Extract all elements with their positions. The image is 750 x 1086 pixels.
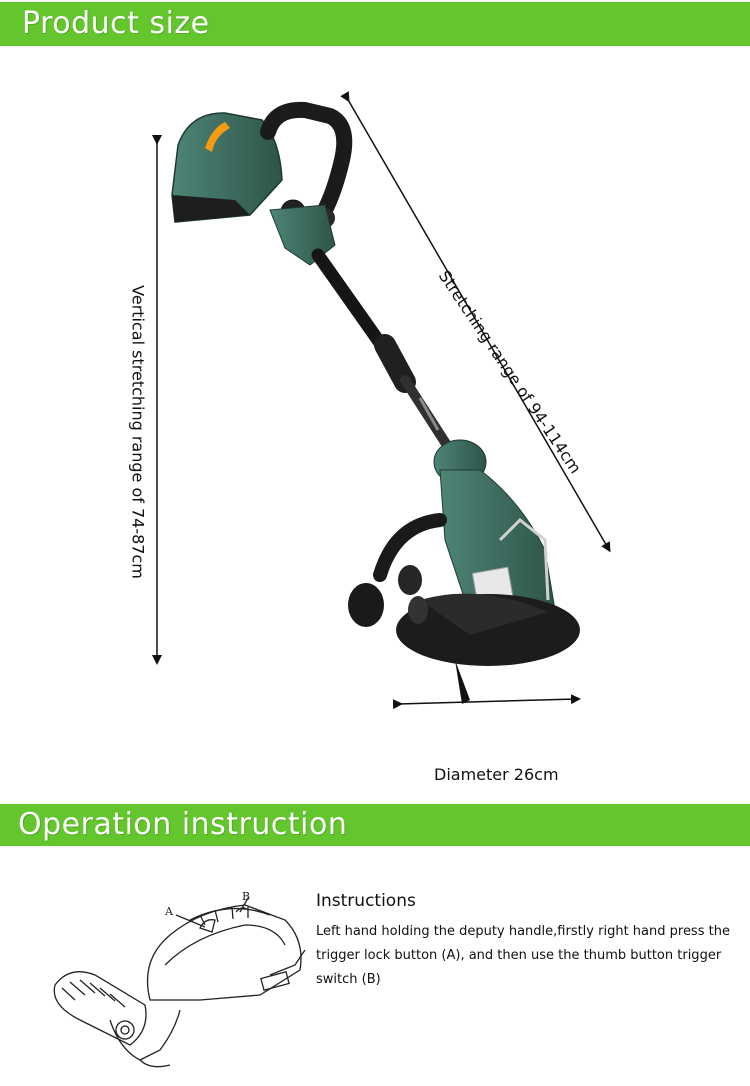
- diameter-arrow: [392, 694, 581, 710]
- label-a: A: [164, 905, 174, 918]
- diameter-label: Diameter 26cm: [434, 765, 559, 784]
- orange-trigger: [205, 122, 230, 152]
- label-b: B: [242, 890, 250, 903]
- instructions-title: Instructions: [316, 891, 416, 911]
- product-area: Vertical stretching range of 74-87cm Str…: [0, 46, 750, 796]
- product-size-banner: Product size: [0, 2, 750, 46]
- operation-banner: Operation instruction: [0, 804, 750, 846]
- operation-title: Operation instruction: [18, 807, 348, 842]
- product-illustration: [152, 91, 611, 710]
- trimmer-product: [171, 101, 580, 704]
- vertical-range-label: Vertical stretching range of 74-87cm: [128, 285, 148, 579]
- stretch-arrow: [340, 91, 611, 553]
- product-size-title: Product size: [22, 6, 210, 41]
- handle-line-drawing: A B: [53, 890, 306, 1068]
- instructions-body: Left hand holding the deputy handle,firs…: [316, 924, 730, 987]
